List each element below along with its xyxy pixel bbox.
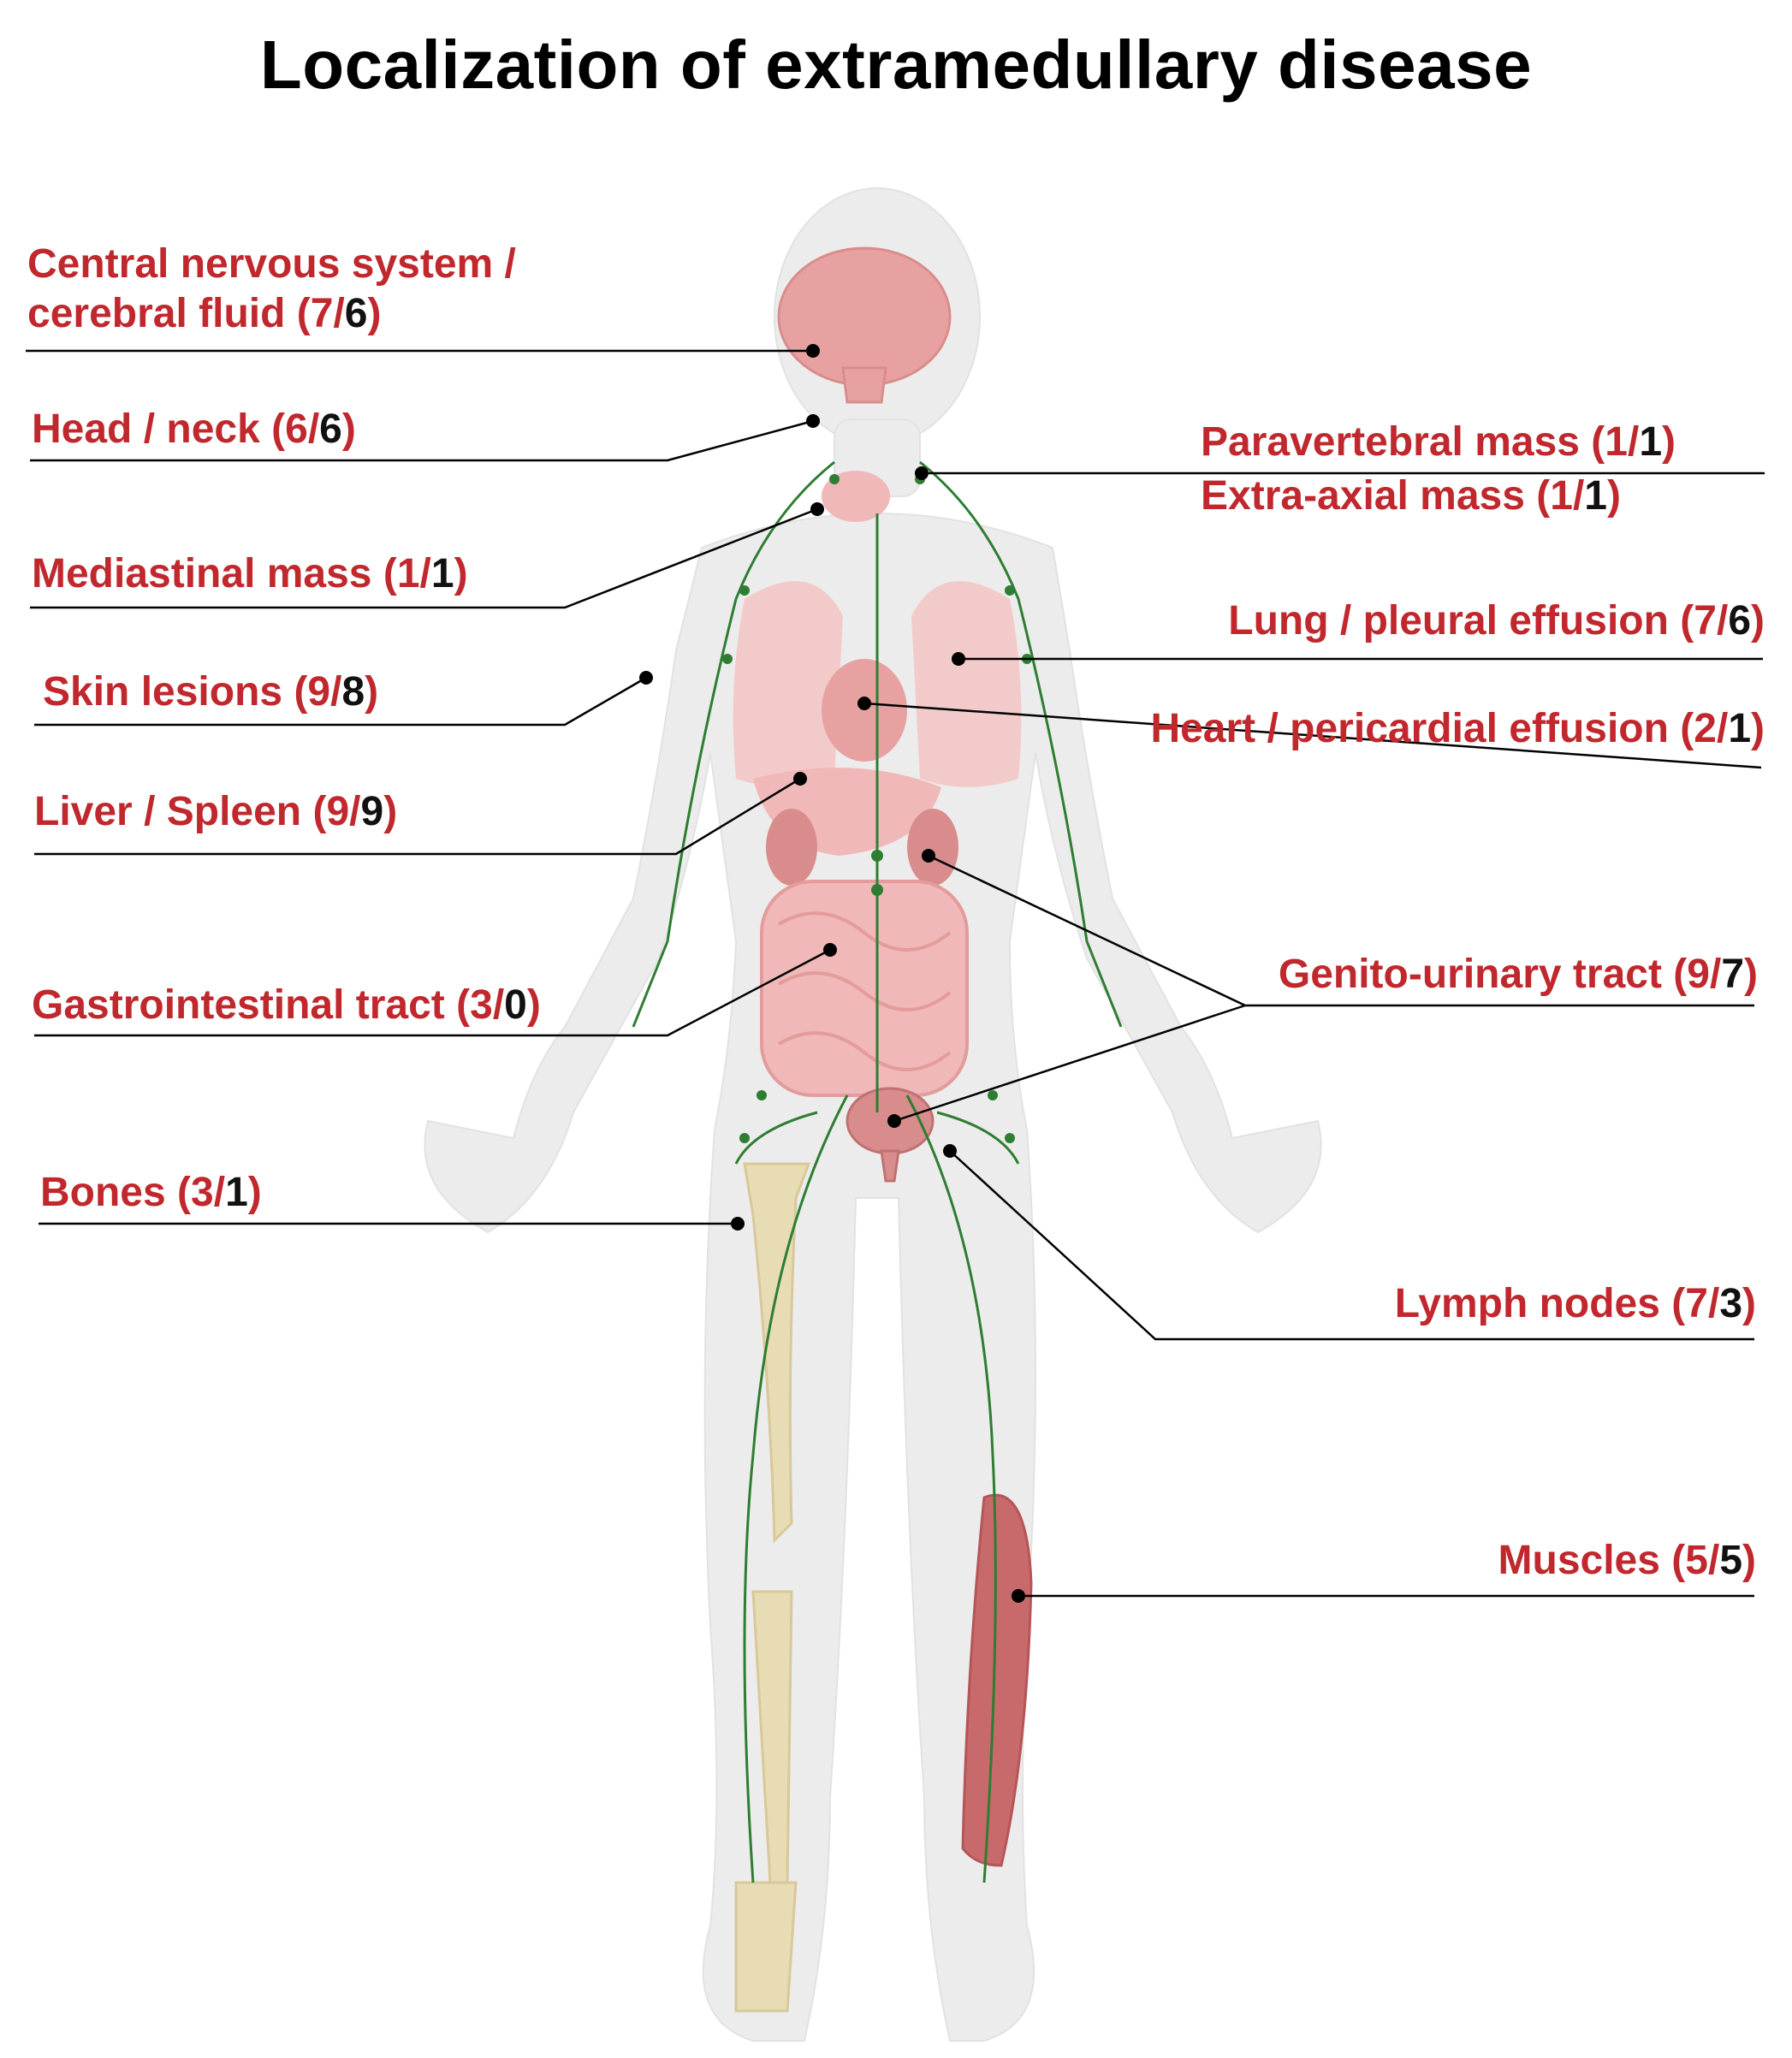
label-lymph-text: Lymph nodes ( bbox=[1394, 1281, 1686, 1326]
leader-mediastinal bbox=[30, 507, 818, 609]
label-cns-line2: cerebral fluid ( bbox=[27, 290, 311, 336]
label-heart: Heart / pericardial effusion (2/1) bbox=[1150, 706, 1765, 751]
intestines-icon bbox=[760, 880, 969, 1097]
label-liver-text: Liver / Spleen ( bbox=[34, 789, 327, 834]
leader-dots bbox=[639, 344, 1025, 1603]
label-head-count-a: 6 bbox=[285, 406, 308, 452]
label-lung-text: Lung / pleural effusion ( bbox=[1228, 598, 1694, 643]
label-skin-count-a: 9 bbox=[307, 669, 331, 715]
leg-muscle-icon bbox=[961, 1493, 1033, 1867]
label-heart-text: Heart / pericardial effusion ( bbox=[1150, 706, 1694, 751]
label-mediastinal-count-b: 1 bbox=[430, 551, 454, 596]
label-head-count-b: 6 bbox=[319, 406, 342, 452]
leader-skin bbox=[34, 676, 647, 727]
lungs-icon bbox=[733, 581, 1022, 787]
label-heart-count-b: 1 bbox=[1728, 706, 1752, 751]
kidney-icon bbox=[766, 809, 958, 886]
label-gi: Gastrointestinal tract (3/0) bbox=[32, 982, 541, 1028]
label-mediastinal-text: Mediastinal mass ( bbox=[32, 551, 397, 596]
label-head: Head / neck (6/6) bbox=[32, 406, 356, 452]
label-muscles-count-b: 5 bbox=[1719, 1538, 1743, 1583]
label-extraaxial: Extra-axial mass (1/1) bbox=[1201, 473, 1621, 519]
label-gu-text: Genito-urinary tract ( bbox=[1278, 952, 1688, 997]
label-bones: Bones (3/1) bbox=[40, 1170, 262, 1215]
label-skin-count-b: 8 bbox=[341, 669, 365, 715]
label-muscles-count-a: 5 bbox=[1685, 1538, 1708, 1583]
leader-gu bbox=[893, 854, 1754, 1123]
label-paravertebral-count-b: 1 bbox=[1639, 419, 1663, 465]
label-skin: Skin lesions (9/8) bbox=[43, 669, 379, 715]
leader-lymph bbox=[949, 1150, 1754, 1341]
label-liver: Liver / Spleen (9/9) bbox=[34, 789, 398, 834]
label-liver-count-b: 9 bbox=[360, 789, 384, 834]
label-cns-count-a: 7 bbox=[310, 290, 334, 336]
leader-lines bbox=[26, 349, 1765, 1598]
label-gu-count-b: 7 bbox=[1721, 952, 1745, 997]
label-paravertebral: Paravertebral mass (1/1) bbox=[1201, 419, 1676, 465]
label-lymph-count-a: 7 bbox=[1685, 1281, 1708, 1326]
leg-bone-icon bbox=[734, 1162, 811, 2013]
label-cns-count-b: 6 bbox=[344, 290, 368, 336]
thyroid-icon bbox=[822, 471, 890, 522]
leader-head bbox=[30, 419, 814, 462]
label-paravertebral-count-a: 1 bbox=[1605, 419, 1628, 465]
figure-title: Localization of extramedullary disease bbox=[259, 27, 1533, 103]
label-muscles-text: Muscles ( bbox=[1498, 1538, 1686, 1583]
label-lung-count-b: 6 bbox=[1728, 598, 1752, 643]
leader-liver bbox=[34, 777, 801, 856]
label-extraaxial-count-a: 1 bbox=[1550, 473, 1573, 519]
label-heart-count-a: 2 bbox=[1694, 706, 1717, 751]
label-skin-text: Skin lesions ( bbox=[43, 669, 308, 715]
label-cns-line1: Central nervous system / bbox=[27, 241, 516, 287]
label-mediastinal: Mediastinal mass (1/1) bbox=[32, 551, 468, 596]
label-liver-count-a: 9 bbox=[326, 789, 350, 834]
label-cns: Central nervous system / cerebral fluid … bbox=[27, 241, 516, 336]
brain-icon bbox=[777, 246, 952, 404]
label-bones-text: Bones ( bbox=[40, 1170, 192, 1215]
label-mediastinal-count-a: 1 bbox=[396, 551, 420, 596]
label-muscles: Muscles (5/5) bbox=[1498, 1538, 1756, 1583]
label-extraaxial-text: Extra-axial mass ( bbox=[1201, 473, 1551, 519]
label-bones-count-b: 1 bbox=[225, 1170, 248, 1215]
label-gu: Genito-urinary tract (9/7) bbox=[1278, 952, 1758, 997]
label-gi-text: Gastrointestinal tract ( bbox=[32, 982, 471, 1028]
label-lung: Lung / pleural effusion (7/6) bbox=[1228, 598, 1765, 643]
label-lymph-count-b: 3 bbox=[1719, 1281, 1743, 1326]
label-gi-count-a: 3 bbox=[470, 982, 493, 1028]
label-bones-count-a: 3 bbox=[191, 1170, 214, 1215]
leader-gi bbox=[34, 948, 831, 1037]
label-lung-count-a: 7 bbox=[1694, 598, 1717, 643]
leader-heart bbox=[863, 702, 1762, 769]
label-paravertebral-text: Paravertebral mass ( bbox=[1201, 419, 1605, 465]
label-head-text: Head / neck ( bbox=[32, 406, 286, 452]
label-gi-count-b: 0 bbox=[504, 982, 527, 1028]
label-gu-count-a: 9 bbox=[1687, 952, 1710, 997]
label-lymph: Lymph nodes (7/3) bbox=[1394, 1281, 1756, 1326]
label-extraaxial-count-b: 1 bbox=[1584, 473, 1607, 519]
